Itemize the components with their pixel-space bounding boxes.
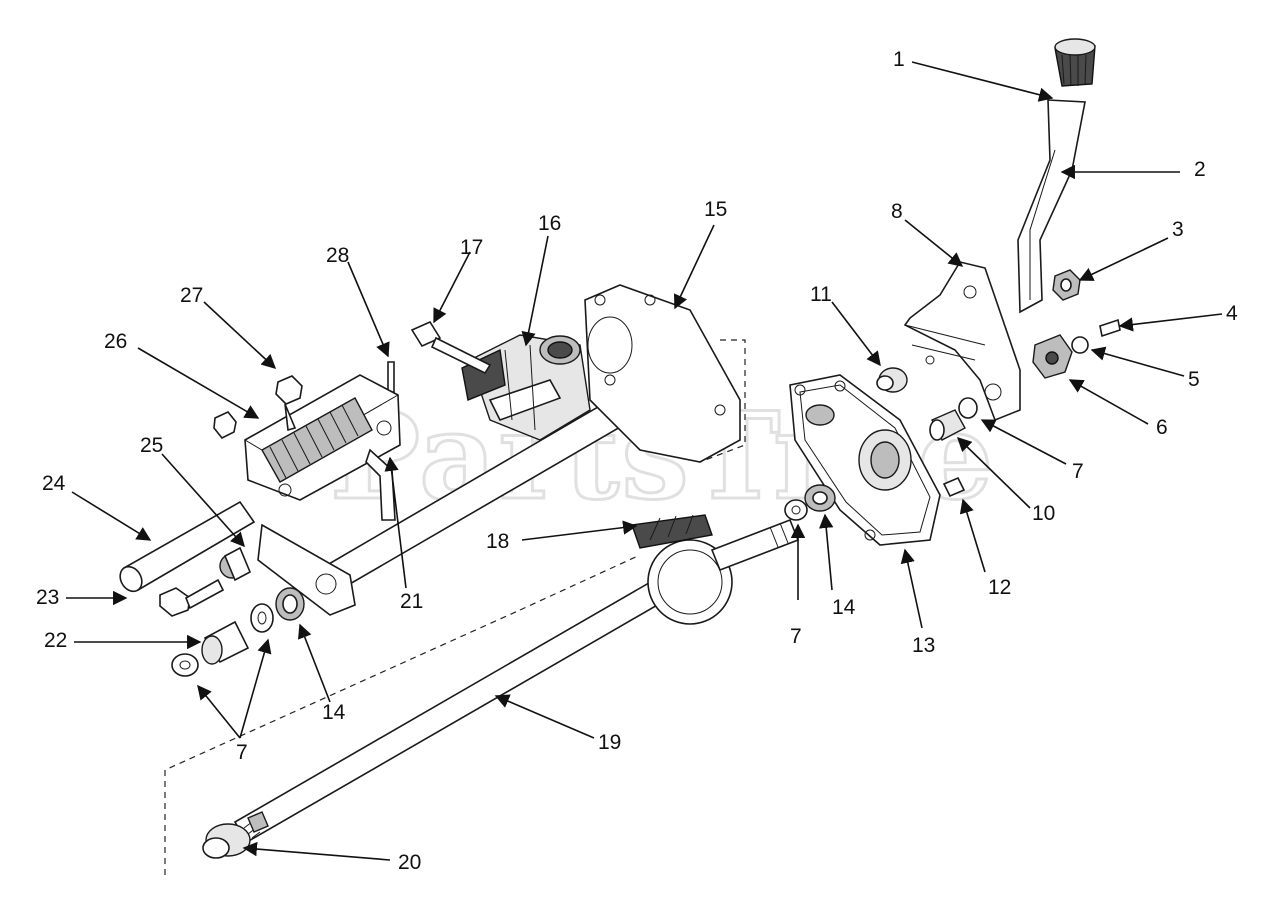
alignment-lines bbox=[164, 339, 746, 875]
part-7-washer-lever bbox=[958, 397, 978, 419]
callout-7-left: 7 bbox=[236, 741, 248, 764]
callout-5: 5 bbox=[1188, 368, 1200, 391]
part-18-sprocket bbox=[631, 514, 800, 625]
callout-13: 13 bbox=[912, 634, 935, 657]
callout-3: 3 bbox=[1172, 218, 1184, 241]
part-16-gearbox bbox=[461, 334, 591, 441]
part-7-washer-right bbox=[784, 499, 808, 521]
callout-19: 19 bbox=[598, 731, 621, 754]
leader-lines bbox=[66, 61, 1223, 861]
part-13-gear-cover bbox=[789, 374, 941, 546]
callout-28: 28 bbox=[326, 244, 349, 267]
part-26-spring-bracket bbox=[244, 374, 401, 521]
callout-18: 18 bbox=[486, 530, 509, 553]
callout-26: 26 bbox=[104, 330, 127, 353]
callout-22: 22 bbox=[44, 629, 67, 652]
callout-1: 1 bbox=[893, 48, 905, 71]
spring-coils bbox=[261, 397, 373, 483]
part-14-bearing-left bbox=[275, 587, 305, 621]
part-24-pin bbox=[119, 500, 256, 593]
callout-2: 2 bbox=[1194, 158, 1206, 181]
callout-11: 11 bbox=[810, 283, 832, 306]
part-27-nut bbox=[275, 375, 303, 432]
callout-12: 12 bbox=[988, 576, 1011, 599]
callout-23: 23 bbox=[36, 586, 59, 609]
callout-14-right: 14 bbox=[832, 596, 856, 619]
part-3-nut bbox=[1052, 269, 1081, 301]
part-5-washer bbox=[1071, 336, 1089, 354]
part-11-bushing bbox=[876, 367, 908, 393]
callout-7-lever: 7 bbox=[1072, 460, 1084, 483]
callout-16: 16 bbox=[538, 212, 561, 235]
callout-17: 17 bbox=[460, 236, 483, 259]
part-6-detent-plate bbox=[1032, 334, 1073, 379]
callout-4: 4 bbox=[1226, 302, 1238, 325]
part-22-spacer bbox=[201, 620, 250, 665]
part-20-bushing bbox=[202, 811, 269, 859]
part-14-bearing-right bbox=[804, 484, 836, 512]
callout-10: 10 bbox=[1032, 502, 1055, 525]
callout-14-left: 14 bbox=[322, 701, 346, 724]
callout-25: 25 bbox=[140, 434, 163, 457]
part-4-screw bbox=[1099, 318, 1121, 338]
part-28-pin bbox=[387, 361, 395, 393]
callout-15: 15 bbox=[704, 198, 727, 221]
callout-8: 8 bbox=[891, 200, 903, 223]
part-15-gasket-plate bbox=[584, 284, 741, 463]
callout-6: 6 bbox=[1156, 416, 1168, 439]
part-12-bolt bbox=[942, 476, 966, 498]
part-25-arm-plate bbox=[219, 523, 356, 616]
callout-20: 20 bbox=[398, 851, 421, 874]
part-1-knob bbox=[1054, 38, 1096, 87]
part-27-nut-b bbox=[213, 411, 237, 440]
part-2-lever-arm bbox=[1017, 99, 1086, 314]
callout-21: 21 bbox=[400, 590, 423, 613]
callout-27: 27 bbox=[180, 284, 203, 307]
part-7-washer-left bbox=[171, 653, 199, 677]
part-7-washer-mid bbox=[250, 603, 274, 633]
part-17-bolt bbox=[410, 320, 492, 375]
callout-24: 24 bbox=[42, 472, 66, 495]
part-23-bolt bbox=[159, 578, 225, 617]
callout-7-right: 7 bbox=[790, 625, 802, 648]
part-10-spacer bbox=[929, 409, 966, 441]
callout-labels: 1 2 3 4 5 6 7 8 10 11 12 13 14 7 15 16 1… bbox=[36, 48, 1238, 874]
